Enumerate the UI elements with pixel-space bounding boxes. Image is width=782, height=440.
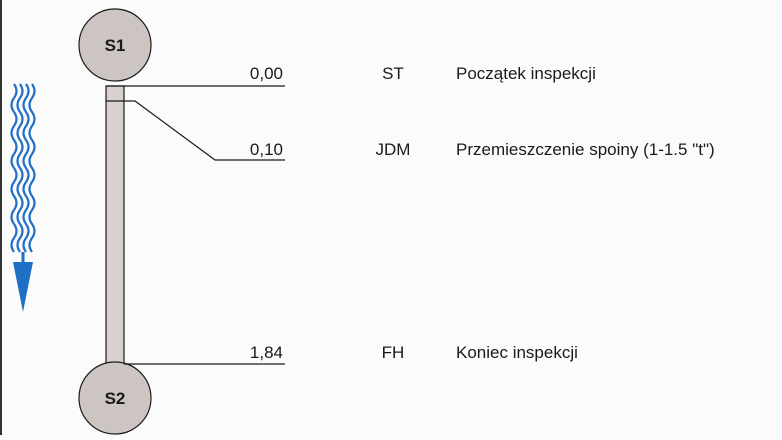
start-node-label: S1	[105, 36, 126, 55]
event-description: Koniec inspekcji	[456, 343, 578, 362]
event-row: 1,84 FH Koniec inspekcji	[124, 343, 578, 365]
flow-direction-icon	[10, 83, 36, 312]
event-description: Początek inspekcji	[456, 64, 596, 83]
event-distance: 0,00	[250, 64, 283, 83]
event-code: JDM	[376, 140, 411, 159]
event-row: 0,00 ST Początek inspekcji	[106, 64, 596, 87]
end-node-label: S2	[105, 389, 126, 408]
end-node: S2	[78, 361, 152, 435]
event-row: 0,10 JDM Przemieszczenie spoiny (1-1.5 "…	[106, 100, 715, 161]
event-distance: 0,10	[250, 140, 283, 159]
event-description: Przemieszczenie spoiny (1-1.5 "t")	[456, 140, 715, 159]
start-node: S1	[78, 8, 152, 82]
pipe-segment	[105, 85, 125, 367]
event-code: FH	[382, 343, 405, 362]
event-code: ST	[382, 64, 404, 83]
event-leader-line	[124, 100, 285, 161]
event-distance: 1,84	[250, 343, 283, 362]
